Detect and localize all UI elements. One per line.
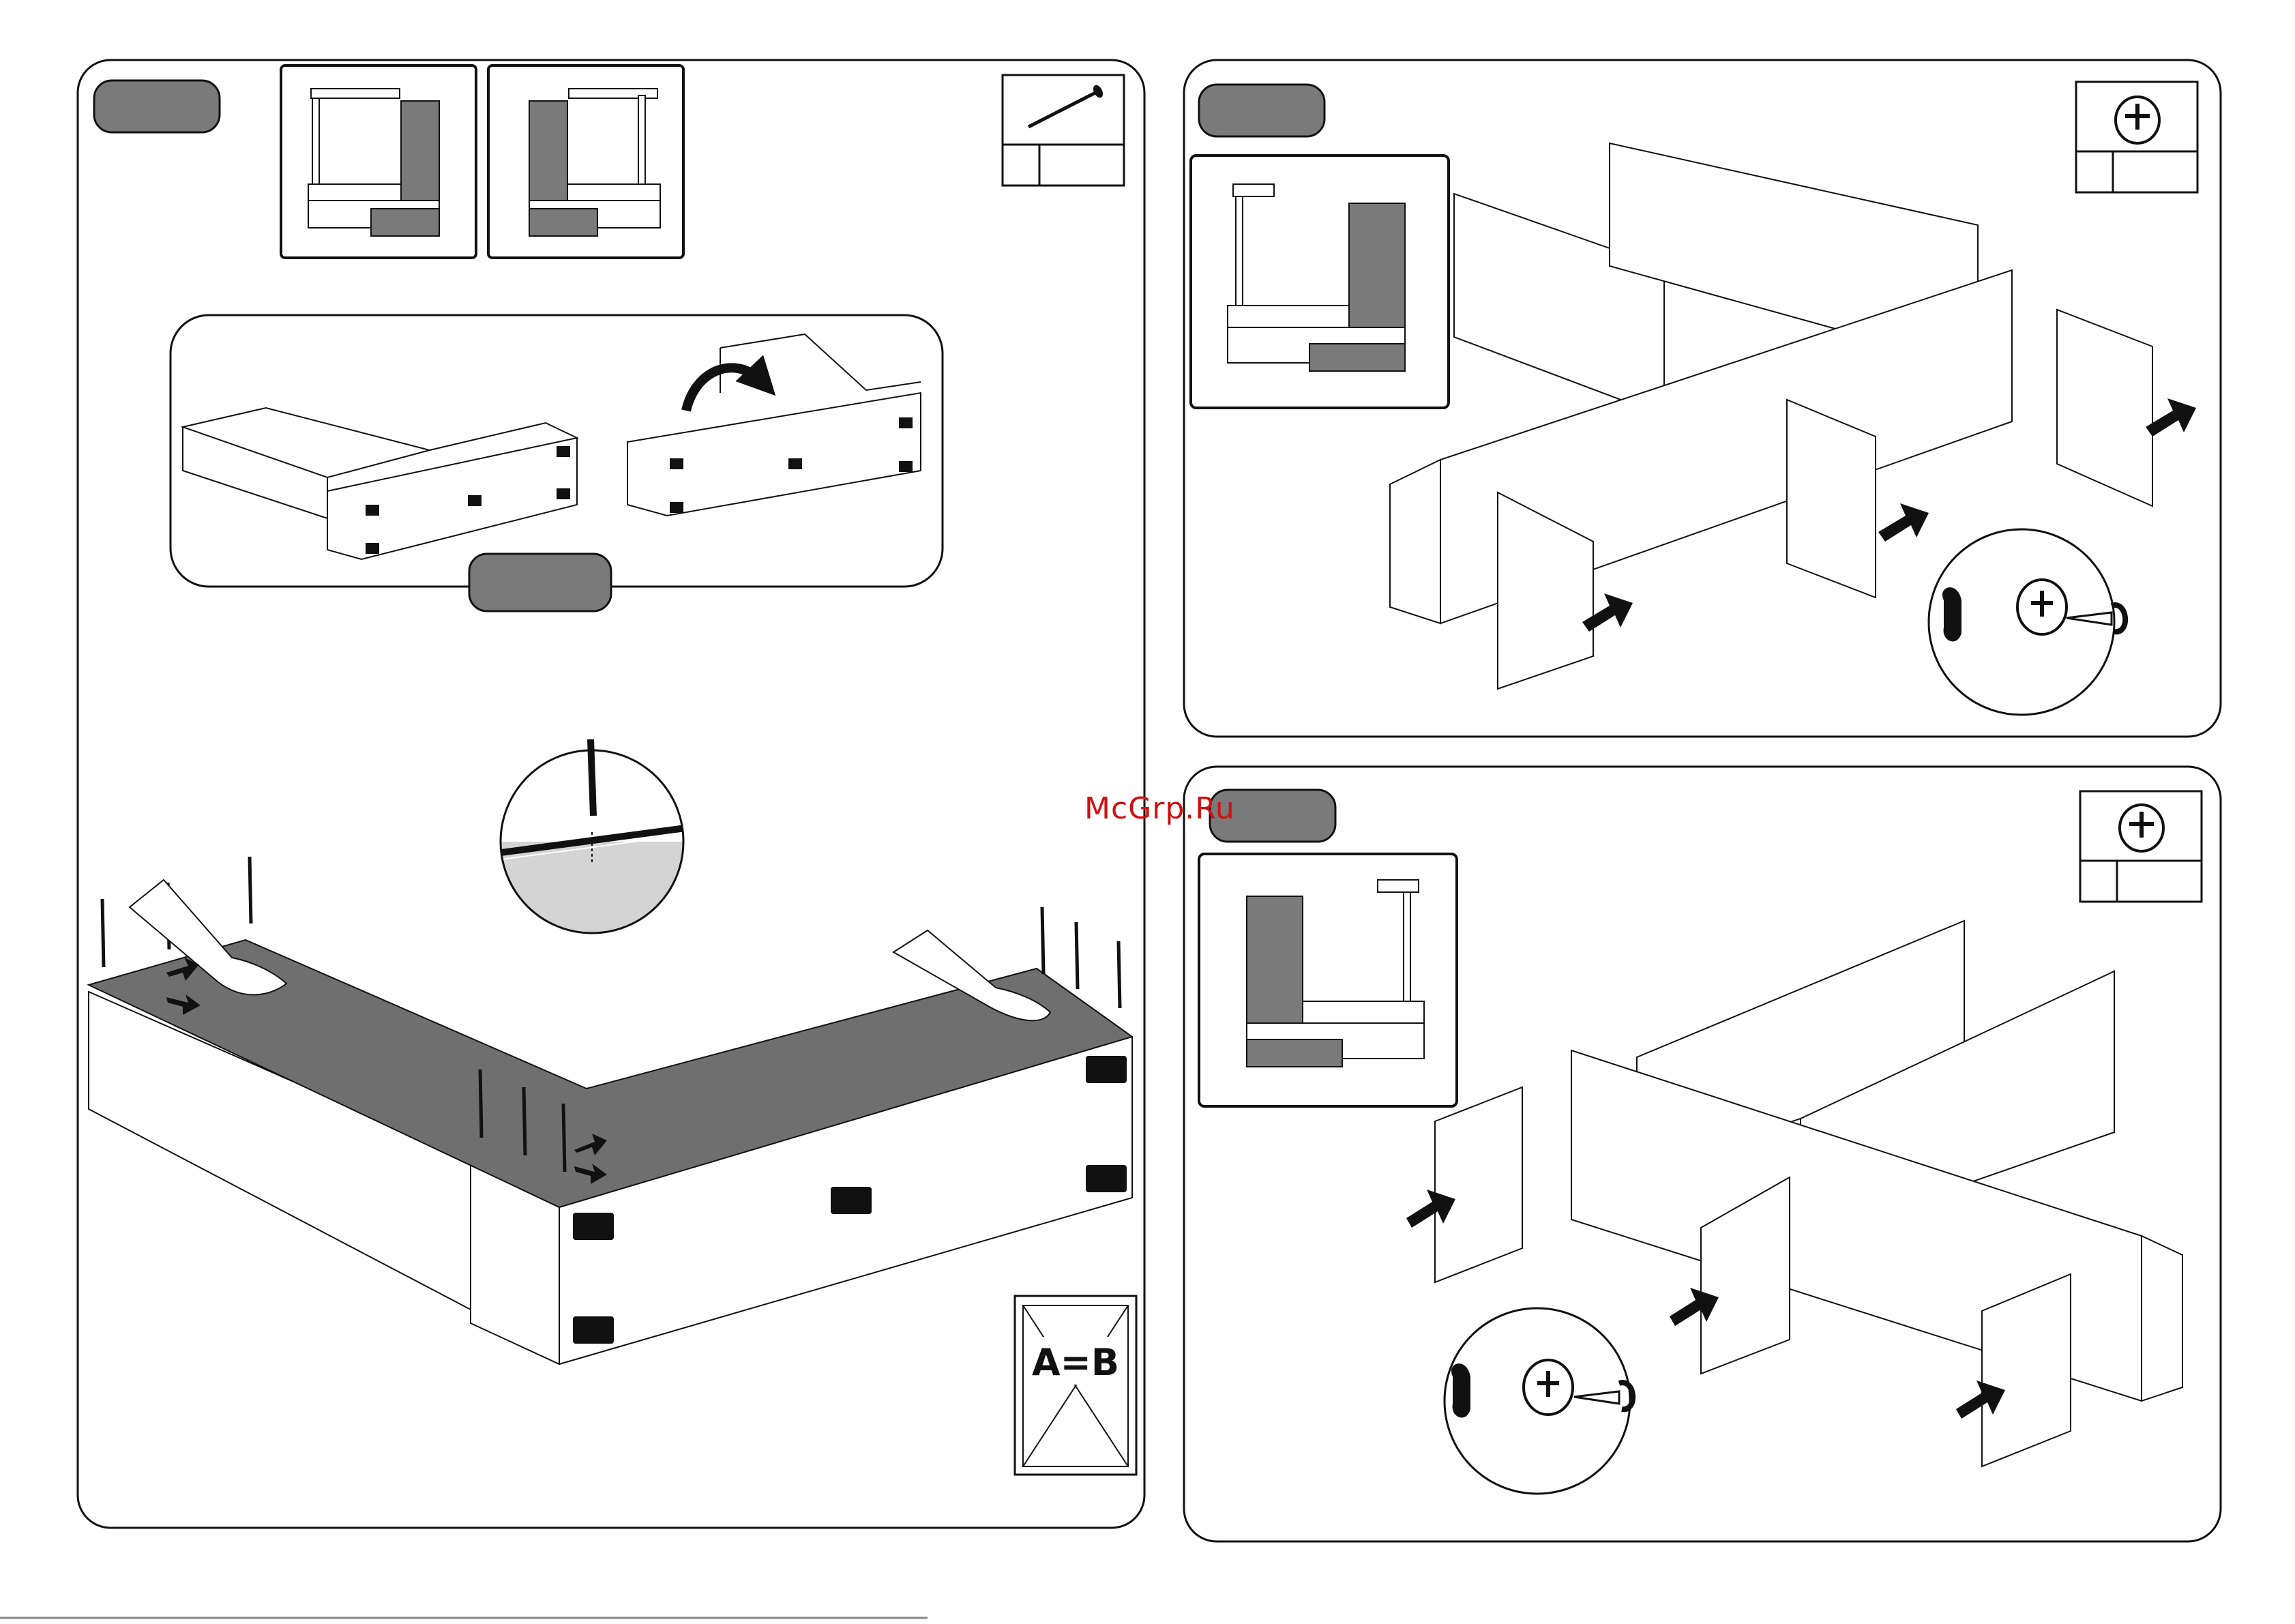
back-panel-assembly	[89, 857, 1132, 1364]
watermark-text: McGrp.Ru	[1084, 791, 1235, 826]
cabinet-thumbnail-left	[1199, 854, 1457, 1106]
cam-lock-part-box	[2076, 82, 2197, 192]
flip-instruction-inset	[171, 315, 943, 611]
cam-lock-icon	[1524, 1360, 1573, 1415]
cam-lock-icon	[2116, 97, 2159, 143]
cam-lock-detail-circle	[1929, 529, 2125, 715]
cam-lock-icon	[2120, 805, 2163, 851]
step-badge	[1199, 85, 1324, 136]
cam-lock-icon	[2017, 580, 2067, 634]
nail-detail-circle	[491, 739, 696, 937]
side-panel	[2057, 310, 2152, 506]
inset-badge	[469, 554, 611, 611]
cabinet-thumbnail-right	[281, 65, 476, 258]
nail-part-box	[1003, 75, 1124, 186]
bottom-right-step-panel	[1184, 767, 2221, 1541]
left-step-panel: A=B	[78, 60, 1144, 1528]
nail-icon	[591, 739, 593, 816]
step-badge	[94, 80, 220, 132]
cam-lock-detail-circle	[1445, 1308, 1633, 1494]
side-panel	[1435, 1087, 1522, 1282]
cam-lock-part-box	[2080, 791, 2202, 902]
top-right-step-panel	[1184, 60, 2221, 737]
cabinet-thumbnail-left	[488, 65, 683, 258]
equal-diagonals-label: A=B	[1032, 1341, 1119, 1384]
cabinet-thumbnail-right	[1191, 156, 1449, 408]
equal-diagonals-box: A=B	[1015, 1296, 1136, 1475]
